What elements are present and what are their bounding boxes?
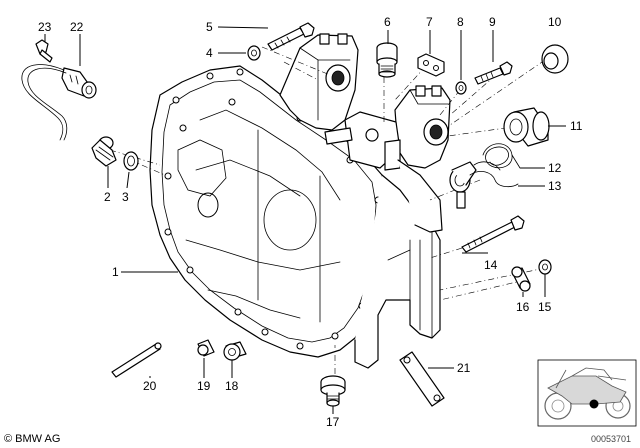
callout-6: 6 xyxy=(384,15,391,29)
callout-16: 16 xyxy=(516,300,530,314)
seal-ring-part-10[interactable] xyxy=(541,44,569,74)
callout-5: 5 xyxy=(206,20,213,34)
bolt-part-5[interactable] xyxy=(267,22,315,51)
plug-cap-part-6[interactable] xyxy=(376,42,398,78)
callout-7: 7 xyxy=(426,15,433,29)
washer-part-4[interactable] xyxy=(247,45,261,61)
callout-10: 10 xyxy=(548,15,562,29)
callout-9: 9 xyxy=(489,15,496,29)
copyright-text: © BMW AG xyxy=(4,433,60,445)
callout-22: 22 xyxy=(70,20,84,34)
spring-part-12[interactable] xyxy=(482,143,521,169)
callout-2: 2 xyxy=(104,190,111,204)
bushing-part-11[interactable] xyxy=(503,107,550,147)
plug-part-2[interactable] xyxy=(91,136,117,167)
callout-3: 3 xyxy=(122,190,129,204)
dowel-rod-part-20[interactable] xyxy=(111,342,162,378)
washer-part-15[interactable] xyxy=(538,259,552,275)
shift-lever-part-13[interactable] xyxy=(449,161,519,209)
leader-lines xyxy=(44,26,566,414)
callout-13: 13 xyxy=(548,179,562,193)
locator-dot-icon xyxy=(589,399,599,409)
gasket-ring-part-3[interactable] xyxy=(123,151,139,171)
housing-part-1[interactable] xyxy=(109,33,546,374)
motorcycle-locator-thumbnail xyxy=(537,359,637,427)
bolt-part-9[interactable] xyxy=(474,61,513,85)
callout-8: 8 xyxy=(457,15,464,29)
washer-part-8[interactable] xyxy=(455,81,467,95)
callout-11: 11 xyxy=(570,119,583,133)
drain-plug-part-17[interactable] xyxy=(320,375,346,407)
sensor-part-22[interactable] xyxy=(21,64,97,141)
bolt-part-14[interactable] xyxy=(461,215,525,253)
motorcycle-silhouette-icon xyxy=(544,367,631,420)
pin-sleeve-part-19[interactable] xyxy=(197,339,215,357)
callout-20: 20 xyxy=(143,379,157,393)
callout-4: 4 xyxy=(206,46,213,60)
callout-23: 23 xyxy=(38,20,52,34)
callout-1: 1 xyxy=(112,265,119,279)
bracket-plate-part-7[interactable] xyxy=(417,53,445,77)
callout-labels: 1 2 3 4 5 6 7 8 9 10 11 12 13 14 15 16 1… xyxy=(38,15,583,429)
callout-18: 18 xyxy=(225,379,239,393)
sleeve-part-16[interactable] xyxy=(511,266,531,292)
diagram-number: 00053701 xyxy=(591,434,631,444)
link-plate-part-21[interactable] xyxy=(399,351,445,407)
callout-21: 21 xyxy=(457,361,471,375)
callout-19: 19 xyxy=(197,379,211,393)
callout-14: 14 xyxy=(484,258,498,272)
bushing-part-18[interactable] xyxy=(223,341,247,361)
callout-15: 15 xyxy=(538,300,552,314)
callout-17: 17 xyxy=(326,415,340,429)
callout-12: 12 xyxy=(548,161,562,175)
screw-part-23[interactable] xyxy=(35,39,53,63)
